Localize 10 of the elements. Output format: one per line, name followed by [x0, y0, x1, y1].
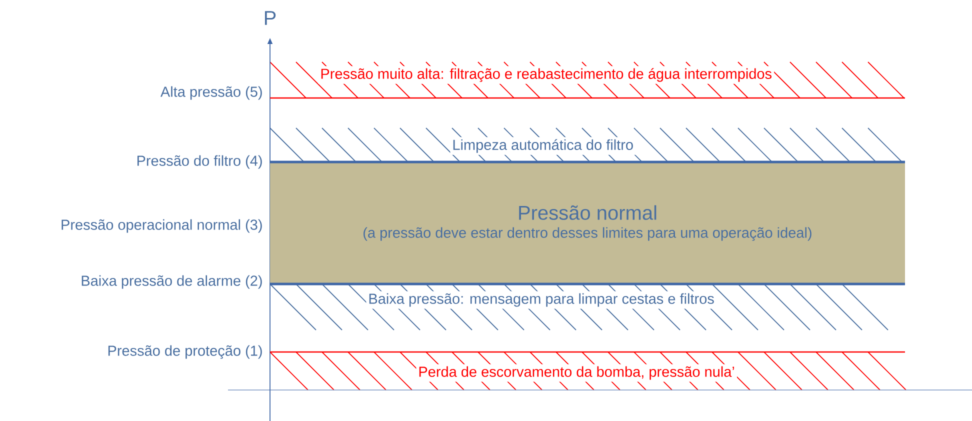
zone-text: Limpeza automática do filtro [450, 137, 636, 155]
level-label: Baixa pressão de alarme (2) [82, 275, 262, 289]
level-label: Pressão de proteção (1) [108, 345, 262, 359]
zone-text: Baixa pressão: mensagem para limpar cestas e filtros [366, 291, 716, 309]
axis-label: P [264, 11, 276, 25]
normal-pressure-band: Pressão normal (a pressão deve estar dentro desses limites para uma operação ideal) [270, 162, 905, 284]
zone-text: Pressão muito alta: filtração e reabastecimento de água interrompidos [318, 66, 774, 84]
zone-text: Perda de escorvamento da bomba, pressão nula’ [416, 364, 737, 382]
level-label: Pressão do filtro (4) [137, 155, 262, 169]
level-label: Alta pressão (5) [160, 86, 262, 100]
